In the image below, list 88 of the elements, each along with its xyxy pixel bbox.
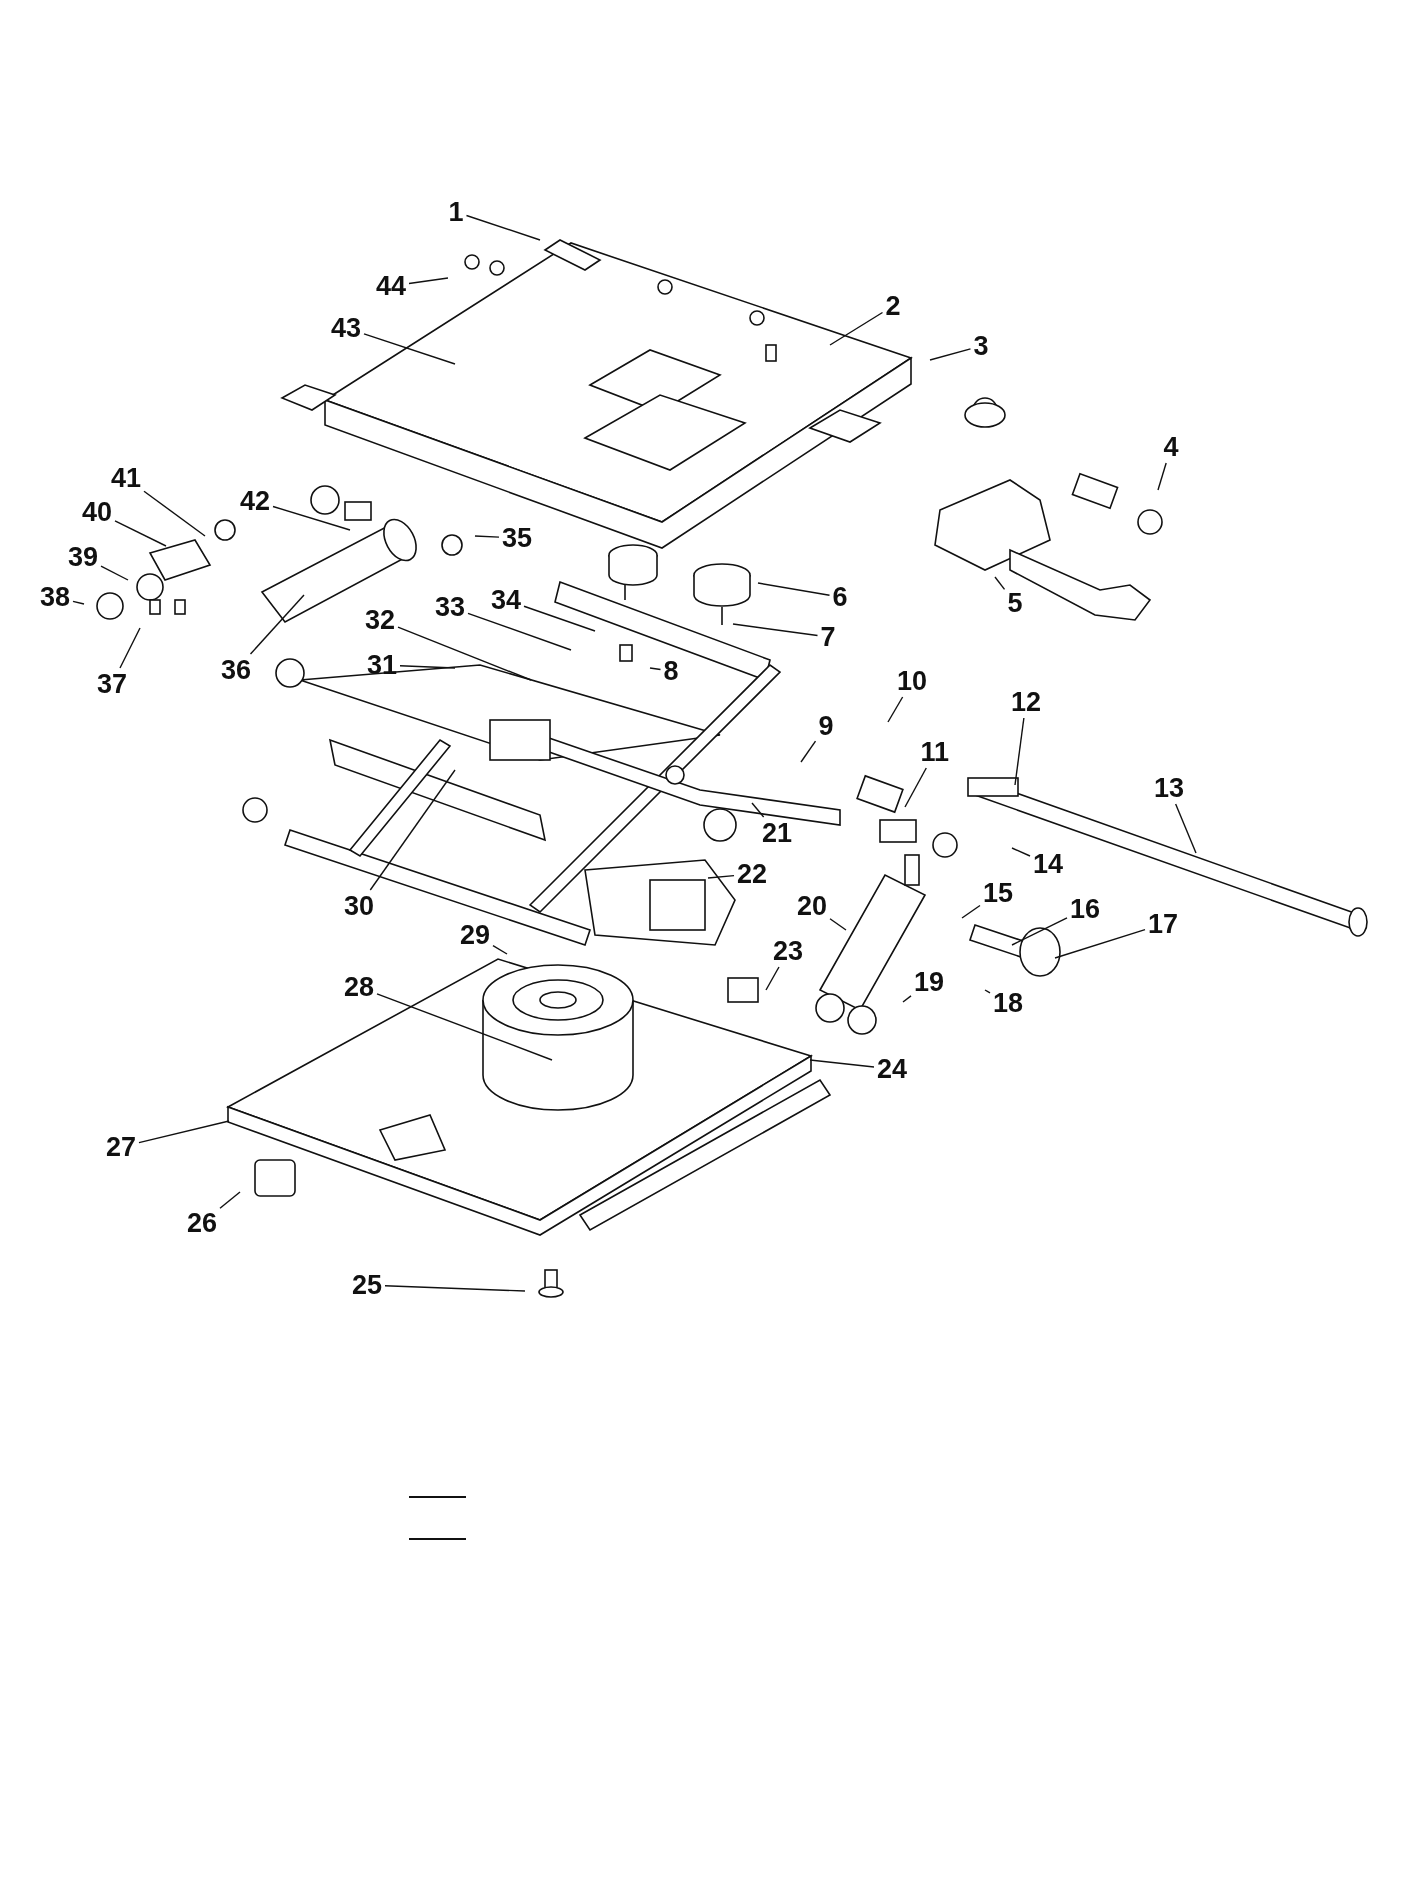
callout-number: 33	[435, 592, 466, 622]
callout-number: 18	[993, 988, 1024, 1018]
leader-line	[1157, 462, 1167, 491]
leader-line	[249, 594, 305, 655]
callout-number: 28	[344, 972, 375, 1002]
callout-number: 40	[82, 497, 113, 527]
leader-line	[829, 918, 847, 931]
leader-line	[399, 665, 456, 669]
leader-line	[272, 505, 351, 531]
callout-number: 1	[448, 197, 464, 227]
callout-number: 21	[762, 818, 793, 848]
callout-number: 36	[221, 655, 252, 685]
leader-line	[376, 993, 553, 1061]
callout-number: 2	[885, 291, 901, 321]
callout-number: 24	[877, 1054, 908, 1084]
leader-line	[929, 348, 972, 361]
callout-number: 30	[344, 891, 375, 921]
leader-line	[138, 1120, 230, 1144]
leader-line	[961, 904, 981, 919]
leader-line	[1054, 928, 1146, 959]
leader-line	[800, 740, 817, 763]
callout-number: 15	[983, 878, 1014, 908]
callout-number: 43	[331, 313, 362, 343]
leader-line	[829, 311, 884, 346]
leader-line	[465, 214, 541, 241]
callout-number: 26	[187, 1208, 218, 1238]
callout-number: 19	[914, 967, 945, 997]
leader-line	[408, 277, 449, 285]
leader-line	[119, 627, 141, 669]
leader-line	[474, 535, 500, 538]
callout-number: 27	[106, 1132, 137, 1162]
leader-line	[523, 605, 596, 632]
callout-number: 42	[240, 486, 271, 516]
callout-number: 12	[1011, 687, 1042, 717]
callout-number: 9	[818, 711, 834, 741]
leader-line	[904, 767, 927, 808]
callout-number: 34	[491, 585, 522, 615]
leader-line	[765, 966, 780, 991]
callout-number: 20	[797, 891, 828, 921]
leader-line	[707, 874, 735, 879]
leader-line	[467, 612, 572, 651]
callout-number: 41	[111, 463, 142, 493]
leader-line	[1174, 803, 1197, 854]
leader-line	[397, 626, 532, 681]
callout-number: 13	[1154, 773, 1185, 803]
callout-number: 16	[1070, 894, 1101, 924]
leader-line	[114, 520, 167, 547]
leader-line	[757, 582, 831, 596]
callout-number: 29	[460, 920, 491, 950]
leader-line	[492, 945, 508, 955]
callout-number: 8	[663, 656, 679, 686]
callout-number: 31	[367, 650, 398, 680]
leader-line	[887, 696, 904, 723]
leader-line	[219, 1191, 241, 1209]
leader-line	[100, 565, 129, 581]
leader-line	[1011, 847, 1031, 857]
callout-number: 14	[1033, 849, 1064, 879]
callout-number: 7	[820, 622, 836, 652]
leader-line	[384, 1285, 526, 1292]
callout-number: 11	[920, 737, 950, 767]
callout-number: 17	[1148, 909, 1179, 939]
callout-number: 37	[97, 669, 128, 699]
callout-number: 35	[502, 523, 533, 553]
leader-line	[732, 623, 819, 637]
leader-line	[72, 600, 85, 605]
callout-number: 44	[376, 271, 407, 301]
leader-line	[751, 802, 765, 818]
callout-number: 10	[897, 666, 928, 696]
leader-line	[369, 769, 456, 891]
leader-line	[649, 667, 662, 671]
callout-number: 23	[773, 936, 804, 966]
leader-line	[984, 989, 991, 994]
callout-number: 3	[973, 331, 989, 361]
callout-number: 22	[737, 859, 768, 889]
callout-number: 32	[365, 605, 396, 635]
leader-line	[902, 995, 912, 1003]
leader-line	[363, 333, 456, 365]
callout-number: 4	[1163, 432, 1179, 462]
callout-number: 6	[832, 582, 848, 612]
leader-line	[994, 576, 1006, 591]
callout-number: 25	[352, 1270, 383, 1300]
callout-number: 5	[1007, 588, 1023, 618]
leader-line	[809, 1059, 875, 1068]
leader-line	[1014, 717, 1025, 786]
callout-number: 38	[40, 582, 71, 612]
leader-line	[1011, 917, 1068, 946]
callout-number: 39	[68, 542, 99, 572]
leader-line	[143, 490, 206, 537]
